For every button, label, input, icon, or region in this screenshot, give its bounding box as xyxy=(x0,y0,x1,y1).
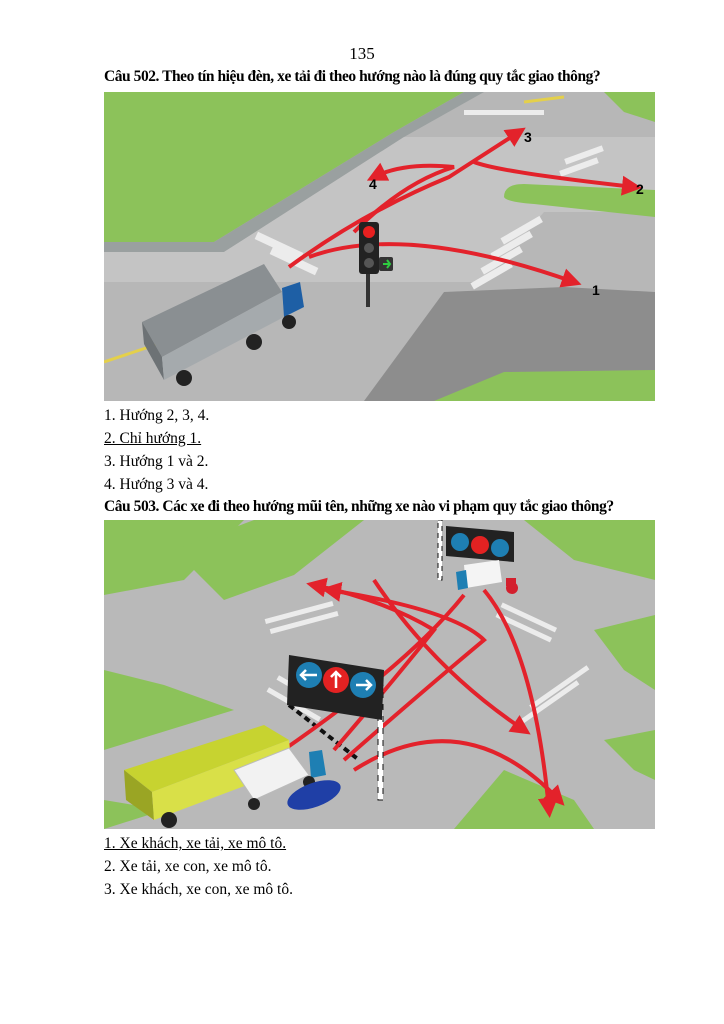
answer-option: 3. Xe khách, xe con, xe mô tô. xyxy=(104,881,293,898)
answer-option-correct: 2. Chỉ hướng 1. xyxy=(104,430,202,447)
question-502-title: Câu 502. Theo tín hiệu đèn, xe tải đi th… xyxy=(104,68,601,85)
traffic-light xyxy=(359,222,393,307)
direction-label-1: 1 xyxy=(592,282,600,298)
direction-label-2: 2 xyxy=(636,181,644,197)
truck xyxy=(142,264,304,386)
motorcycle xyxy=(506,578,518,594)
question-503-answers: 1. Xe khách, xe tải, xe mô tô. 2. Xe tải… xyxy=(104,832,293,901)
far-truck xyxy=(456,560,502,590)
answer-option: 1. Hướng 2, 3, 4. xyxy=(104,407,210,424)
answer-option: 4. Hướng 3 và 4. xyxy=(104,476,209,493)
answer-option-correct: 1. Xe khách, xe tải, xe mô tô. xyxy=(104,835,287,852)
lane-signal-board-far xyxy=(437,520,514,581)
question-503-title: Câu 503. Các xe đi theo hướng mũi tên, n… xyxy=(104,498,614,515)
car xyxy=(287,780,341,810)
direction-arrows xyxy=(287,127,642,288)
direction-label-3: 3 xyxy=(524,129,532,145)
direction-label-4: 4 xyxy=(369,176,377,192)
question-502-illustration: 1 2 3 4 xyxy=(104,92,655,401)
grass-area xyxy=(174,520,364,600)
grass-area xyxy=(104,92,464,242)
answer-option: 2. Xe tải, xe con, xe mô tô. xyxy=(104,858,272,875)
question-503-illustration xyxy=(104,520,655,829)
page-number: 135 xyxy=(349,44,375,63)
lane-signal-board-near xyxy=(287,655,384,801)
answer-option: 3. Hướng 1 và 2. xyxy=(104,453,209,470)
question-502-answers: 1. Hướng 2, 3, 4. 2. Chỉ hướng 1. 3. Hướ… xyxy=(104,404,209,496)
truck xyxy=(233,747,326,810)
